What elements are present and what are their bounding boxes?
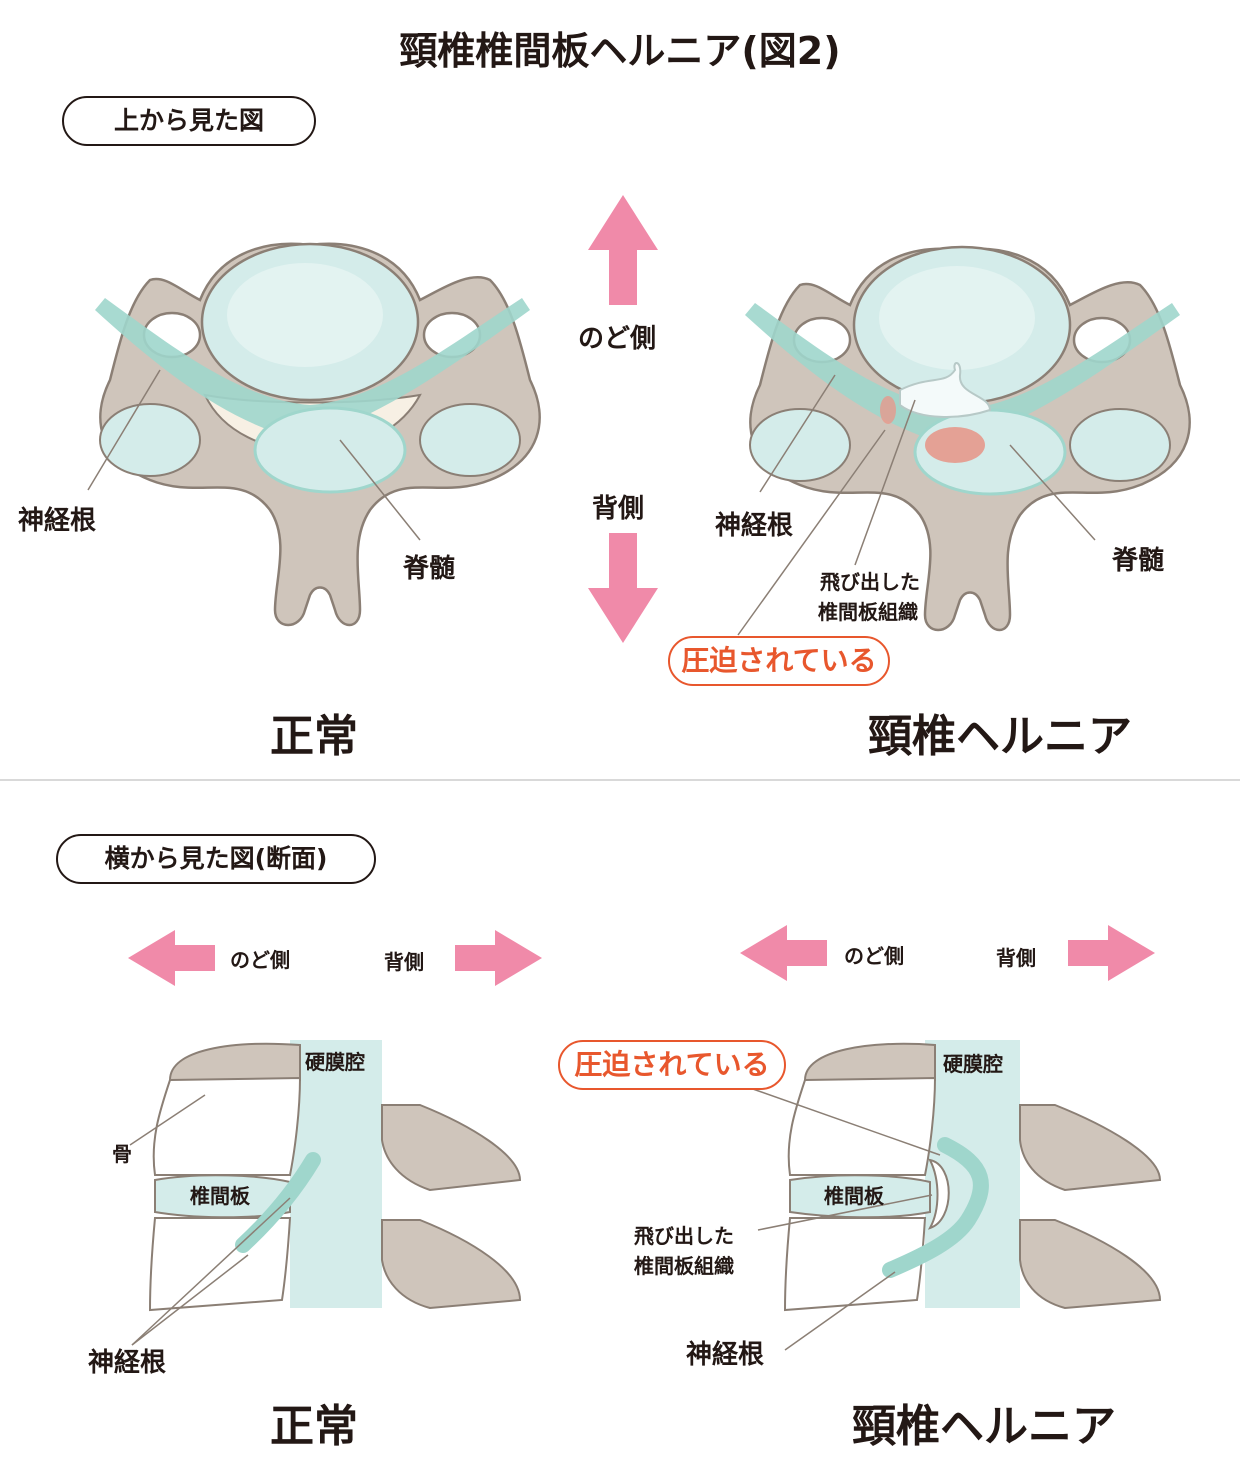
vertebra-top-normal (87, 242, 541, 627)
dura-label: 硬膜腔 (305, 1050, 365, 1074)
back-side-label: 背側 (996, 946, 1036, 970)
dura-label: 硬膜腔 (943, 1052, 1003, 1076)
protruded-disc-label-2: 椎間板組織 (818, 600, 918, 624)
spinal-cord-label: 脊髄 (403, 554, 456, 584)
nerve-root-label: 神経根 (686, 1340, 765, 1370)
page-title: 頸椎椎間板ヘルニア(図2) (399, 29, 841, 73)
compressed-badge: 圧迫されている (558, 1040, 786, 1090)
compressed-badge: 圧迫されている (668, 636, 890, 686)
bone-label: 骨 (112, 1142, 132, 1166)
protruded-disc-label-1: 飛び出した (820, 570, 920, 594)
throat-side-label: のど側 (230, 948, 290, 972)
nerve-root-label: 神経根 (88, 1348, 167, 1378)
spinal-cord-label: 脊髄 (1112, 546, 1165, 576)
sideview-hernia (749, 1040, 1162, 1351)
caption-hernia-bottom: 頸椎ヘルニア (852, 1401, 1116, 1452)
caption-normal-bottom: 正常 (270, 1401, 358, 1452)
arrow-right-icon (455, 930, 542, 986)
protruded-disc-label-2: 椎間板組織 (634, 1254, 734, 1278)
arrow-left-icon (128, 930, 215, 986)
caption-normal-top: 正常 (270, 711, 358, 762)
view-label-top: 上から見た図 (62, 96, 316, 146)
arrow-up-icon (588, 195, 658, 305)
throat-side-label: のど側 (844, 944, 904, 968)
sideview-normal (129, 1040, 522, 1346)
view-label-bottom: 横から見た図(断面) (56, 834, 376, 884)
nerve-root-label: 神経根 (715, 511, 794, 541)
back-side-label: 背側 (384, 950, 424, 974)
arrow-down-icon (588, 533, 658, 643)
disc-label: 椎間板 (824, 1184, 884, 1208)
back-side-label: 背側 (592, 494, 645, 524)
disc-label: 椎間板 (190, 1184, 250, 1208)
protruded-disc-label-1: 飛び出した (634, 1224, 734, 1248)
arrow-right-icon (1068, 925, 1155, 981)
nerve-root-label: 神経根 (18, 506, 97, 536)
arrow-left-icon (740, 925, 827, 981)
vertebra-top-hernia (737, 245, 1191, 636)
throat-side-label: のど側 (578, 324, 657, 354)
caption-hernia-top: 頸椎ヘルニア (868, 711, 1132, 762)
